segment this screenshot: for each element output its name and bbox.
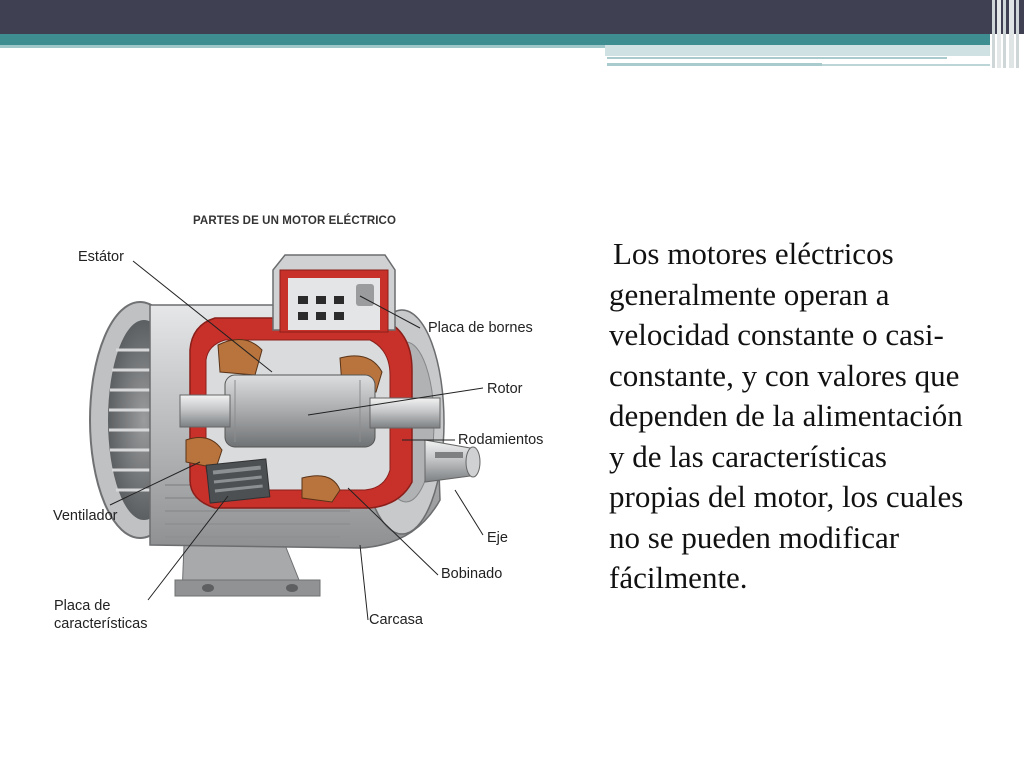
header-dark-bar — [0, 0, 1024, 34]
header-thin-line — [607, 63, 822, 66]
label-eje: Eje — [487, 530, 508, 546]
header-light-block — [605, 45, 990, 56]
label-placa-de-bornes: Placa de bornes — [428, 320, 533, 336]
terminal-box — [272, 254, 396, 333]
header-vertical-bar — [1003, 0, 1006, 68]
header-light-strip — [0, 45, 605, 48]
header-vertical-bar — [1009, 0, 1014, 68]
nameplate — [205, 458, 271, 504]
leader-lines — [109, 260, 484, 621]
rotor — [224, 374, 376, 448]
label-ventilador: Ventilador — [53, 508, 118, 524]
label-placa-de-caracteristicas-line2: características — [54, 616, 148, 632]
label-carcasa: Carcasa — [369, 612, 423, 628]
label-bobinado: Bobinado — [441, 566, 503, 582]
windings — [185, 339, 383, 503]
header-teal-bar — [0, 34, 990, 45]
diagram-title: PARTES DE UN MOTOR ELÉCTRICO — [193, 215, 396, 227]
label-estator: Estátor — [78, 249, 124, 265]
header-thin-line — [822, 64, 990, 66]
label-rodamientos: Rodamientos — [458, 432, 544, 448]
motor-illustration — [89, 254, 484, 621]
body-paragraph: Los motores eléctricos generalmente oper… — [609, 236, 964, 595]
header-thin-line — [607, 57, 947, 59]
header-vertical-bar — [997, 0, 1001, 68]
label-placa-de-caracteristicas: Placa de — [54, 598, 111, 614]
motor-diagram: PARTES DE UN MOTOR ELÉCTRICO Estátor Pla… — [40, 200, 580, 640]
header-vertical-bar — [992, 0, 995, 68]
label-rotor: Rotor — [487, 381, 523, 397]
shaft — [179, 394, 481, 483]
header-vertical-bar — [1016, 0, 1019, 68]
